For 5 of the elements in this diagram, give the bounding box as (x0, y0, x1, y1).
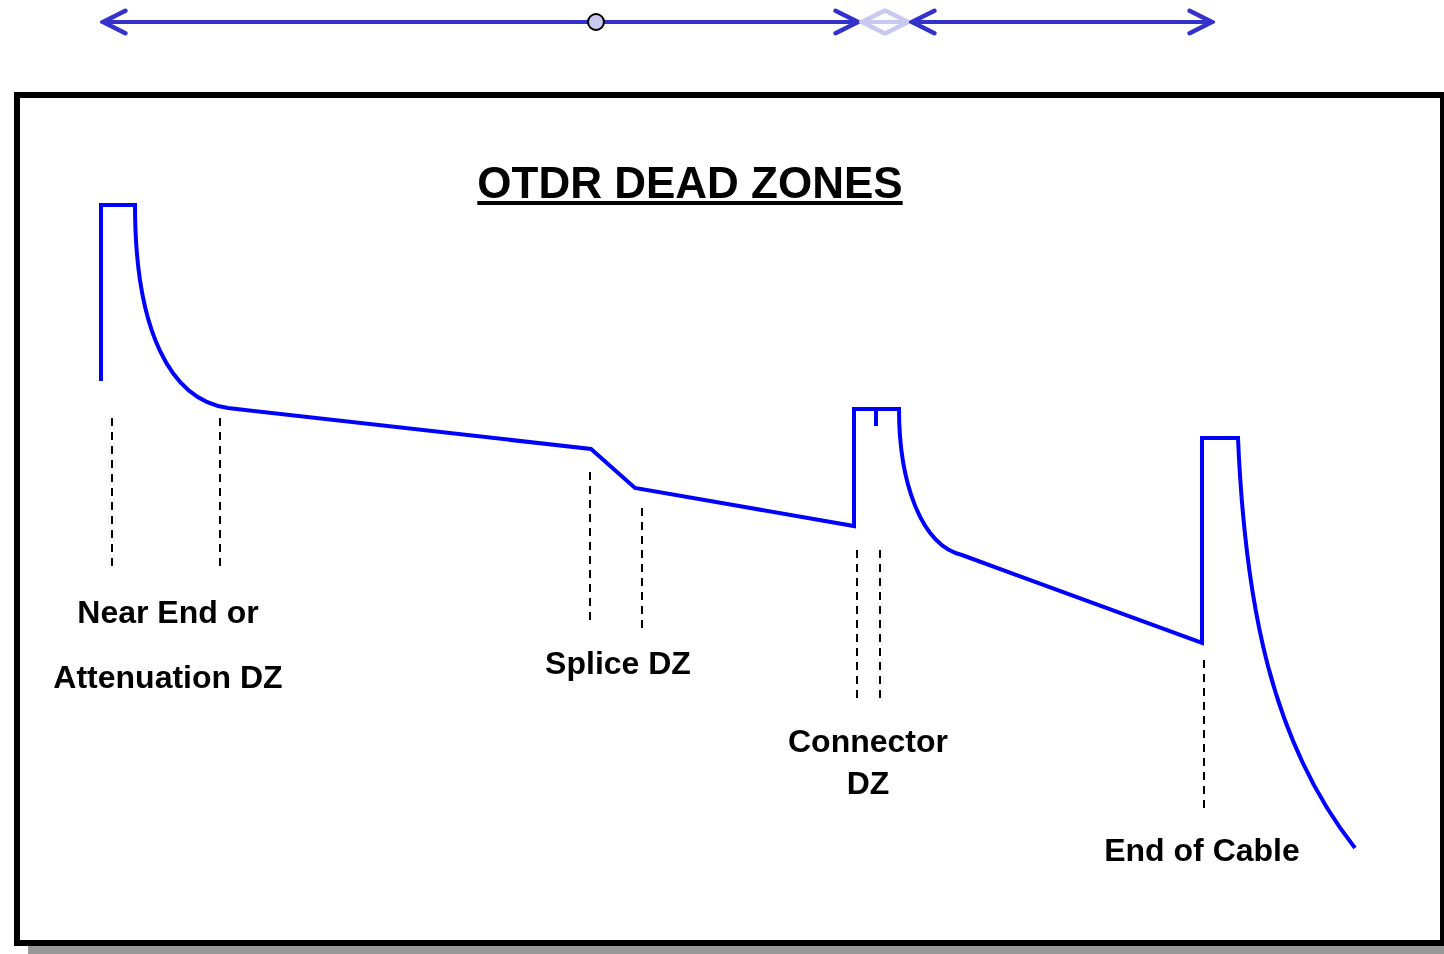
zone-label: Connector DZ (787, 722, 949, 803)
diagram-title: OTDR DEAD ZONES (476, 157, 904, 209)
zone-label: End of Cable (1103, 831, 1301, 870)
zone-label: Near End or Attenuation DZ (52, 593, 284, 697)
zone-label: Splice DZ (544, 644, 692, 683)
